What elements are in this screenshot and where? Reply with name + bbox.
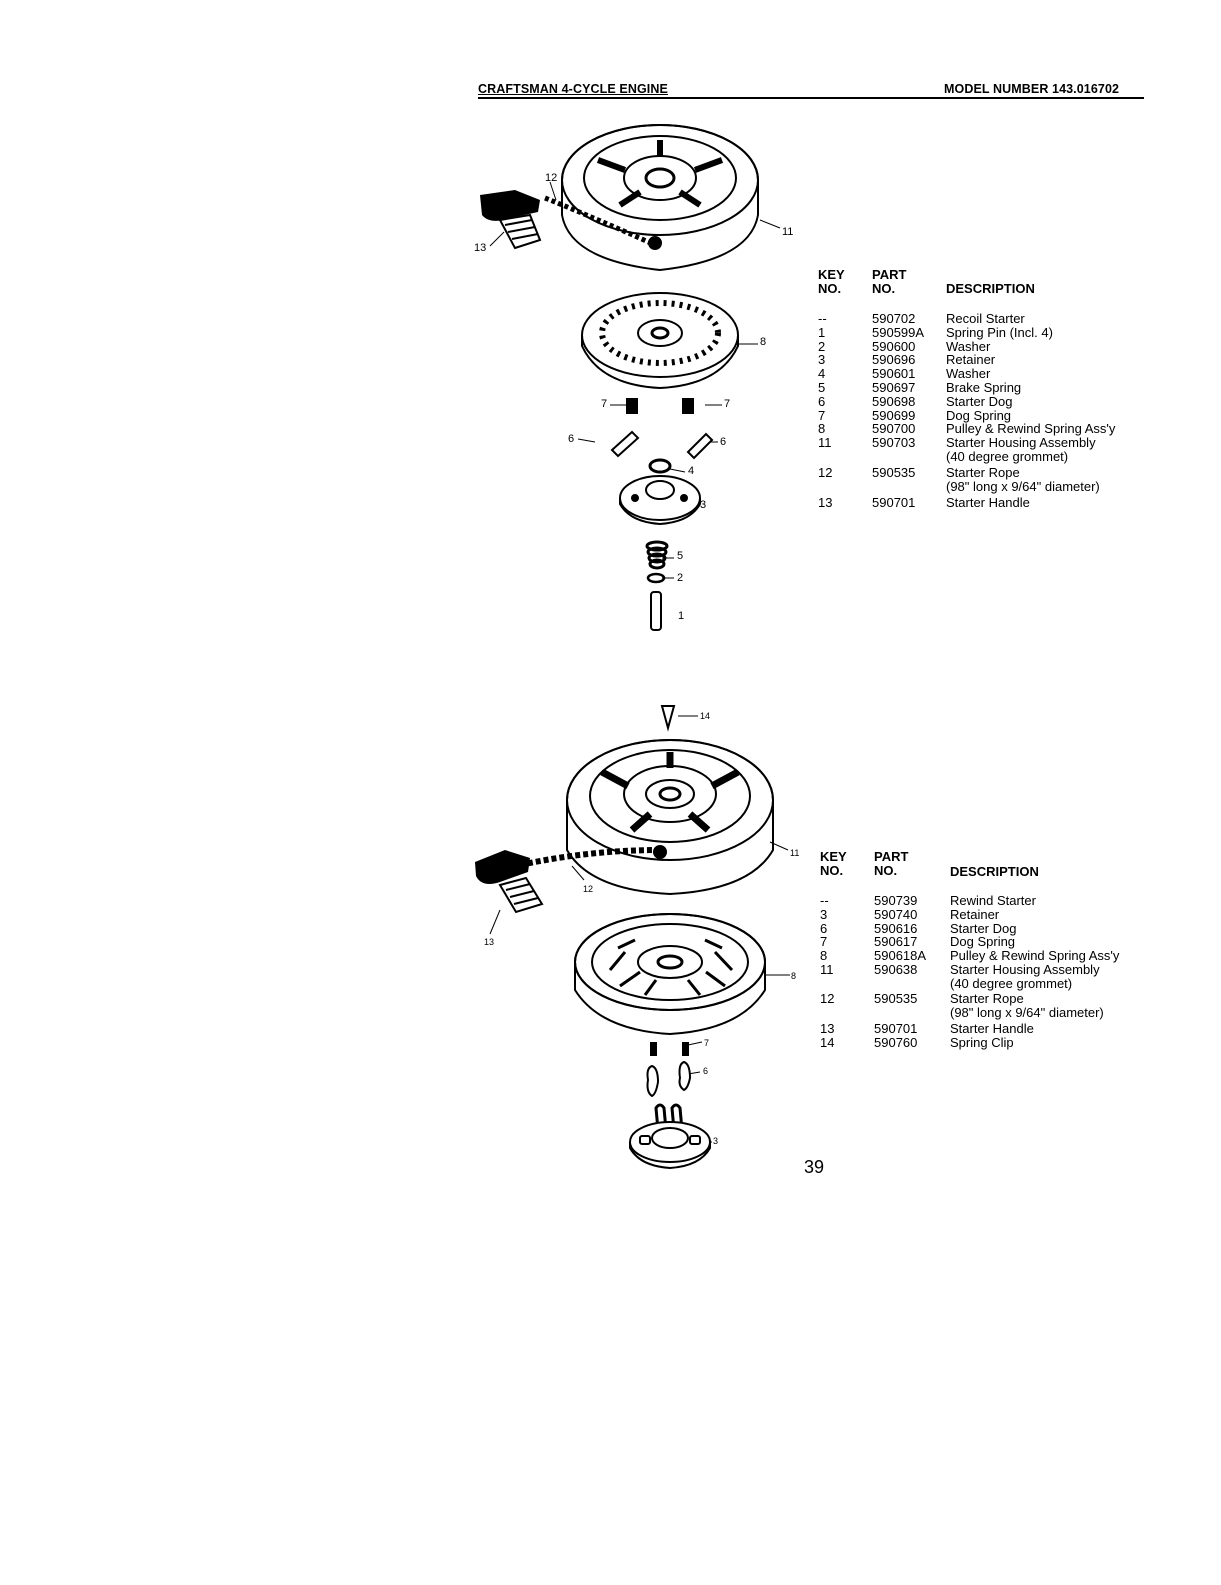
callout-8: 8	[760, 336, 767, 348]
callout-6-left: 6	[568, 433, 575, 445]
header-description: DESCRIPTION	[946, 281, 1035, 296]
rewind-starter-diagram	[475, 705, 790, 1170]
callout-8: 8	[791, 971, 797, 981]
callout-1: 1	[678, 610, 685, 622]
header-description: DESCRIPTION	[950, 864, 1039, 879]
header-model-number: MODEL NUMBER 143.016702	[944, 82, 1120, 96]
callout-14: 14	[700, 711, 711, 721]
callout-7-right: 7	[724, 398, 731, 410]
callout-11: 11	[790, 848, 800, 858]
recoil-starter-diagram	[480, 124, 781, 631]
callout-12: 12	[545, 172, 558, 184]
callout-12: 12	[583, 884, 594, 894]
callout-11: 11	[782, 226, 794, 238]
callout-3: 3	[700, 499, 707, 511]
callout-4: 4	[688, 465, 695, 477]
callout-3: 3	[713, 1136, 719, 1146]
callout-13: 13	[474, 242, 487, 254]
callout-6-right: 6	[720, 436, 727, 448]
header-rule	[478, 97, 1144, 99]
callout-7-left: 7	[601, 398, 608, 410]
page-number: 39	[804, 1157, 825, 1177]
header-title: CRAFTSMAN 4-CYCLE ENGINE	[478, 82, 668, 96]
callout-2: 2	[677, 572, 684, 584]
callout-7: 7	[704, 1038, 710, 1048]
callout-6: 6	[703, 1066, 709, 1076]
callout-5: 5	[677, 550, 684, 562]
callout-13: 13	[484, 937, 495, 947]
